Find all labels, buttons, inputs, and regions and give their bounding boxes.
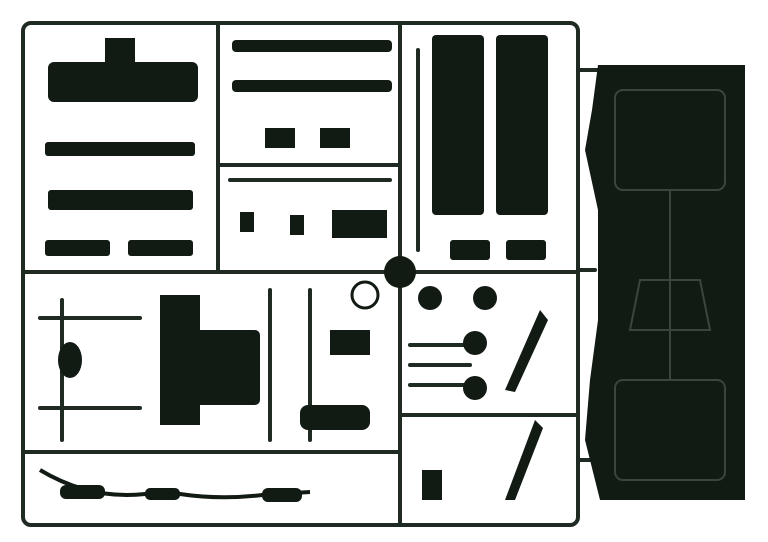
chassis-detail [614,89,726,481]
runner-frame [21,21,602,527]
parts [38,35,745,502]
